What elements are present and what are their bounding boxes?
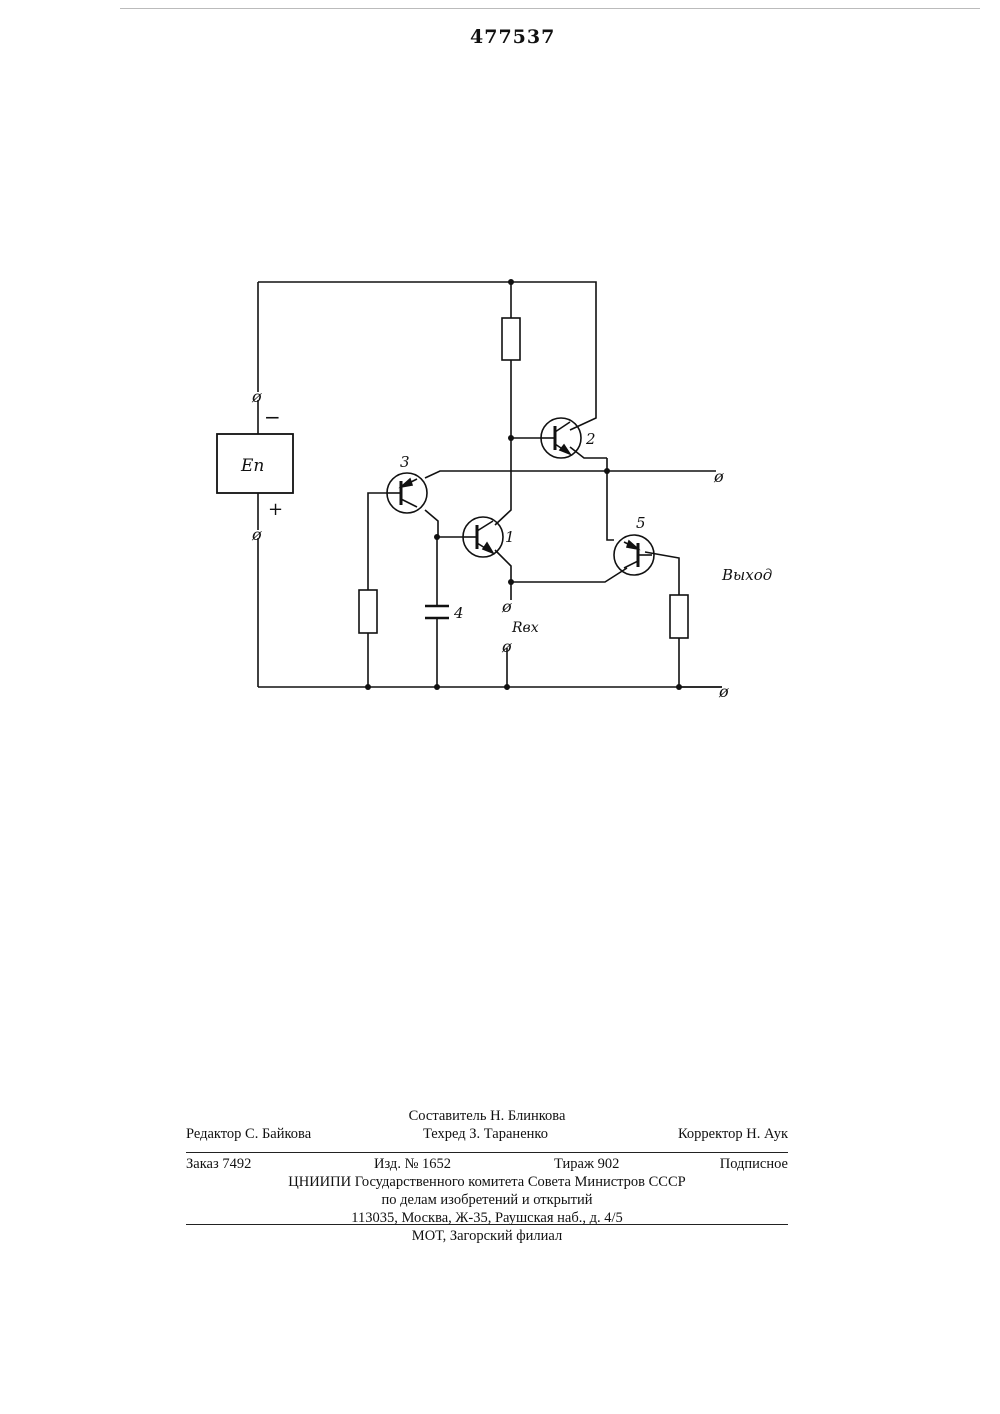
- input-resistance-label: Rвх: [511, 620, 539, 636]
- printing-branch: МОТ, Загорский филиал: [186, 1228, 788, 1245]
- resistor-collector: [502, 318, 520, 360]
- supply-label: Eп: [240, 456, 264, 476]
- organization-line-2: по делам изобретений и открытий: [186, 1192, 788, 1209]
- circuit-diagram: ø ø ø ø ø ø − + Eп 2 3 1 5 4 Rвх Выход: [0, 0, 1000, 780]
- resistor-load: [670, 595, 688, 638]
- capacitor-label: 4: [453, 604, 464, 622]
- terminal-supply-minus: ø: [251, 387, 262, 406]
- plus-sign: +: [268, 499, 283, 520]
- transistor-label-1: 1: [505, 528, 515, 546]
- terminal-input-bottom: ø: [501, 637, 512, 656]
- organization-line-1: ЦНИИПИ Государственного комитета Совета …: [186, 1174, 788, 1191]
- output-label: Выход: [721, 566, 772, 584]
- transistor-label-3: 3: [400, 453, 410, 471]
- terminals: ø ø ø ø ø ø: [251, 387, 729, 701]
- footer-rule-top: [186, 1152, 788, 1153]
- compiler: Составитель Н. Блинкова: [186, 1108, 788, 1125]
- transistor-label-5: 5: [636, 514, 646, 532]
- editor: Редактор С. Байкова: [186, 1126, 311, 1143]
- transistor-1: [463, 517, 503, 557]
- terminal-output-bottom: ø: [718, 682, 729, 701]
- transistor-2: [541, 418, 581, 458]
- transistors: [387, 418, 654, 575]
- order-number: Заказ 7492: [186, 1156, 251, 1173]
- circuit-wires: [258, 282, 722, 687]
- terminal-input-top: ø: [501, 597, 512, 616]
- transistor-5: [614, 535, 654, 575]
- corrector: Корректор Н. Аук: [678, 1126, 788, 1143]
- subscription: Подписное: [720, 1156, 788, 1173]
- transistor-label-2: 2: [585, 430, 596, 448]
- transistor-3: [387, 473, 427, 513]
- footer-rule-bottom: [186, 1224, 788, 1225]
- branch-block: МОТ, Загорский филиал: [186, 1228, 788, 1246]
- imprint-details: Заказ 7492 Изд. № 1652 Тираж 902 Подписн…: [186, 1156, 788, 1228]
- terminal-supply-plus: ø: [251, 525, 262, 544]
- resistors: [359, 318, 688, 638]
- minus-sign: −: [264, 405, 281, 429]
- edition-number: Изд. № 1652: [374, 1156, 451, 1173]
- circulation: Тираж 902: [554, 1156, 619, 1173]
- techred: Техред З. Тараненко: [423, 1126, 548, 1143]
- resistor-base: [359, 590, 377, 633]
- capacitor-4: [425, 606, 449, 618]
- terminal-output-top: ø: [713, 467, 724, 486]
- imprint-footer: Составитель Н. Блинкова Редактор С. Байк…: [186, 1108, 788, 1144]
